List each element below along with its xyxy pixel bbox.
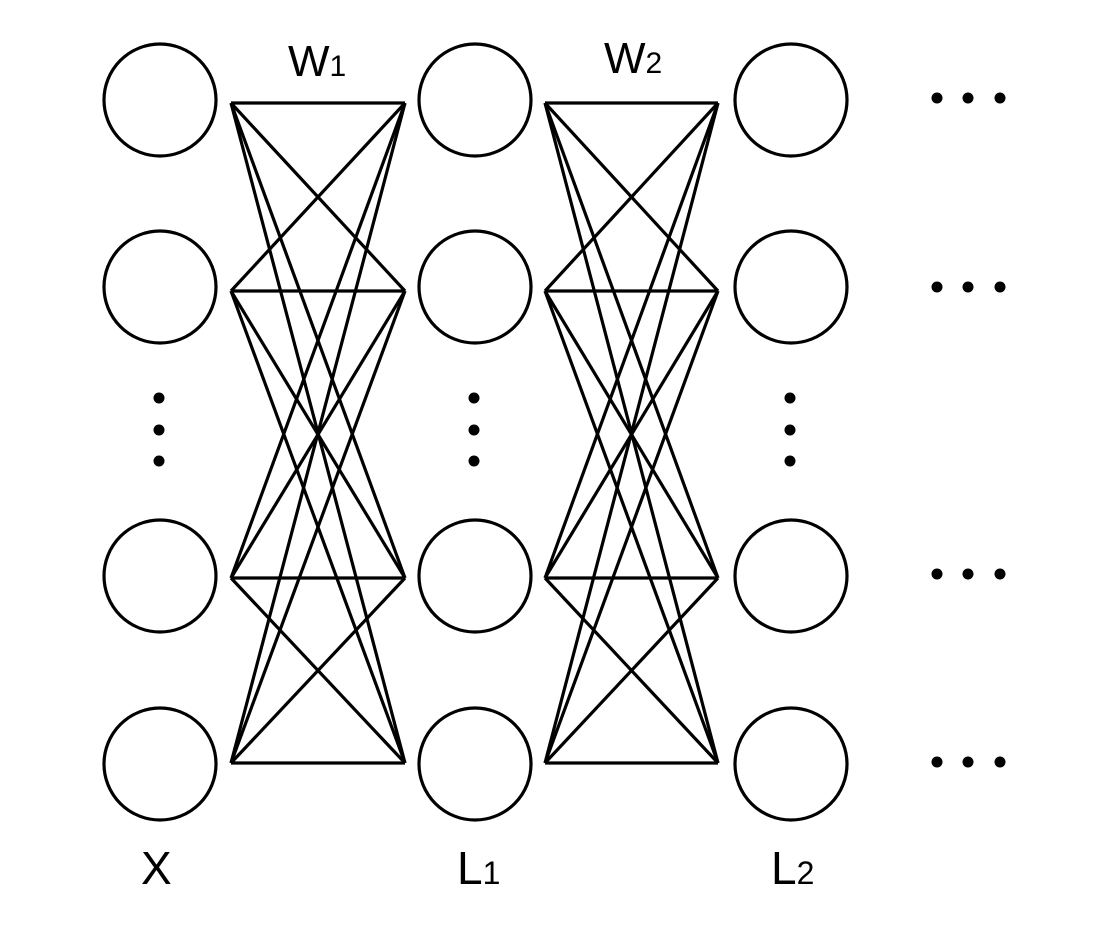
neuron-layer2-row1 <box>733 229 849 345</box>
weight-label-w2-sub: 2 <box>646 47 663 80</box>
vertical-ellipsis-dot-layer0-1 <box>153 424 165 436</box>
weight-label-w2-main: W <box>604 34 646 83</box>
edge-w1-3-1 <box>229 290 407 764</box>
vertical-ellipsis-dot-layer1-0 <box>468 392 480 404</box>
trailing-ellipsis-dot-row1-2 <box>994 281 1006 293</box>
layer-label-x: X <box>141 842 172 894</box>
weight-label-w1-main: W <box>288 37 330 86</box>
neuron-layer0-row0 <box>102 42 218 158</box>
vertical-ellipsis-dot-layer2-1 <box>784 424 796 436</box>
trailing-ellipsis-dot-row1-0 <box>931 281 943 293</box>
trailing-ellipsis-dot-row2-2 <box>994 568 1006 580</box>
trailing-ellipsis-dot-row2-0 <box>931 568 943 580</box>
trailing-ellipsis-dot-row3-0 <box>931 756 943 768</box>
layer-label-l2-sub: 2 <box>797 855 815 891</box>
trailing-ellipsis-dot-row0-0 <box>931 92 943 104</box>
edge-w1-3-2 <box>229 576 407 765</box>
trailing-ellipsis-dot-row1-1 <box>962 281 974 293</box>
edge-w2-1-0 <box>543 101 720 293</box>
edge-w2-2-0 <box>543 102 720 579</box>
edge-w1-1-0 <box>229 101 407 293</box>
weight-label-w2: W2 <box>604 34 662 83</box>
ellipsis-marks <box>153 92 1006 768</box>
neuron-layer2-row0 <box>733 42 849 158</box>
trailing-ellipsis-dot-row3-2 <box>994 756 1006 768</box>
neuron-layer1-row2 <box>417 518 533 634</box>
vertical-ellipsis-dot-layer2-2 <box>784 455 796 467</box>
layer-label-l1: L1 <box>457 842 500 894</box>
trailing-ellipsis-dot-row2-1 <box>962 568 974 580</box>
layer-label-l2-main: L <box>771 842 797 894</box>
neuron-layer1-row1 <box>417 229 533 345</box>
connection-lines <box>229 101 720 765</box>
trailing-ellipsis-dot-row0-2 <box>994 92 1006 104</box>
neuron-layer1-row0 <box>417 42 533 158</box>
edge-w2-3-2 <box>543 576 720 765</box>
layer-label-l1-sub: 1 <box>483 855 501 891</box>
weight-label-w1-sub: 1 <box>330 50 347 83</box>
trailing-ellipsis-dot-row0-1 <box>962 92 974 104</box>
neuron-layer0-row1 <box>102 229 218 345</box>
layer-label-l2: L2 <box>771 842 814 894</box>
edge-w2-3-1 <box>543 290 720 764</box>
vertical-ellipsis-dot-layer1-1 <box>468 424 480 436</box>
edge-w2-3-0 <box>543 102 720 764</box>
trailing-ellipsis-dot-row3-1 <box>962 756 974 768</box>
neuron-layer0-row3 <box>102 706 218 822</box>
vertical-ellipsis-dot-layer1-2 <box>468 455 480 467</box>
neuron-layer1-row3 <box>417 706 533 822</box>
edge-w1-2-0 <box>229 102 407 579</box>
neuron-layer0-row2 <box>102 518 218 634</box>
weight-label-w1: W1 <box>288 37 346 86</box>
layer-label-l1-main: L <box>457 842 483 894</box>
layer-label-x-main: X <box>141 842 172 894</box>
vertical-ellipsis-dot-layer0-2 <box>153 455 165 467</box>
neuron-layer2-row2 <box>733 518 849 634</box>
vertical-ellipsis-dot-layer0-0 <box>153 392 165 404</box>
neuron-nodes <box>102 42 849 822</box>
neuron-layer2-row3 <box>733 706 849 822</box>
edge-w1-3-0 <box>229 102 407 764</box>
vertical-ellipsis-dot-layer2-0 <box>784 392 796 404</box>
